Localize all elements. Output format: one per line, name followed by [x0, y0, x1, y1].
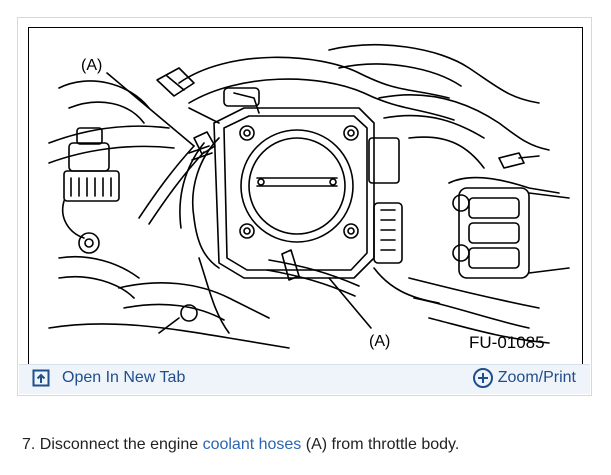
zoom-print-button[interactable]: Zoom/Print	[472, 367, 576, 389]
open-in-new-tab-button[interactable]: Open In New Tab	[32, 369, 185, 387]
open-in-new-tab-label: Open In New Tab	[62, 369, 186, 386]
figure-container: (A) (A) FU-01085 Open In New Tab Zoom/Pr…	[17, 17, 592, 396]
throttle-body-diagram: (A) (A) FU-01085	[48, 44, 570, 352]
engine-illustration: (A) (A) FU-01085	[28, 27, 583, 372]
open-in-new-tab-icon	[32, 369, 50, 387]
coolant-hoses-link[interactable]: coolant hoses	[202, 436, 302, 453]
instruction-suffix: (A) from throttle body.	[301, 436, 460, 453]
instruction-prefix: 7. Disconnect the engine	[22, 436, 203, 453]
instruction-step: 7. Disconnect the engine coolant hoses (…	[22, 436, 459, 454]
figure-toolbar: Open In New Tab Zoom/Print	[19, 364, 590, 394]
zoom-plus-icon	[472, 368, 493, 388]
figure-code: FU-01085	[469, 333, 545, 352]
callout-top-label: (A)	[81, 57, 102, 74]
zoom-print-label: Zoom/Print	[497, 369, 576, 386]
callout-bottom-label: (A)	[369, 333, 390, 350]
